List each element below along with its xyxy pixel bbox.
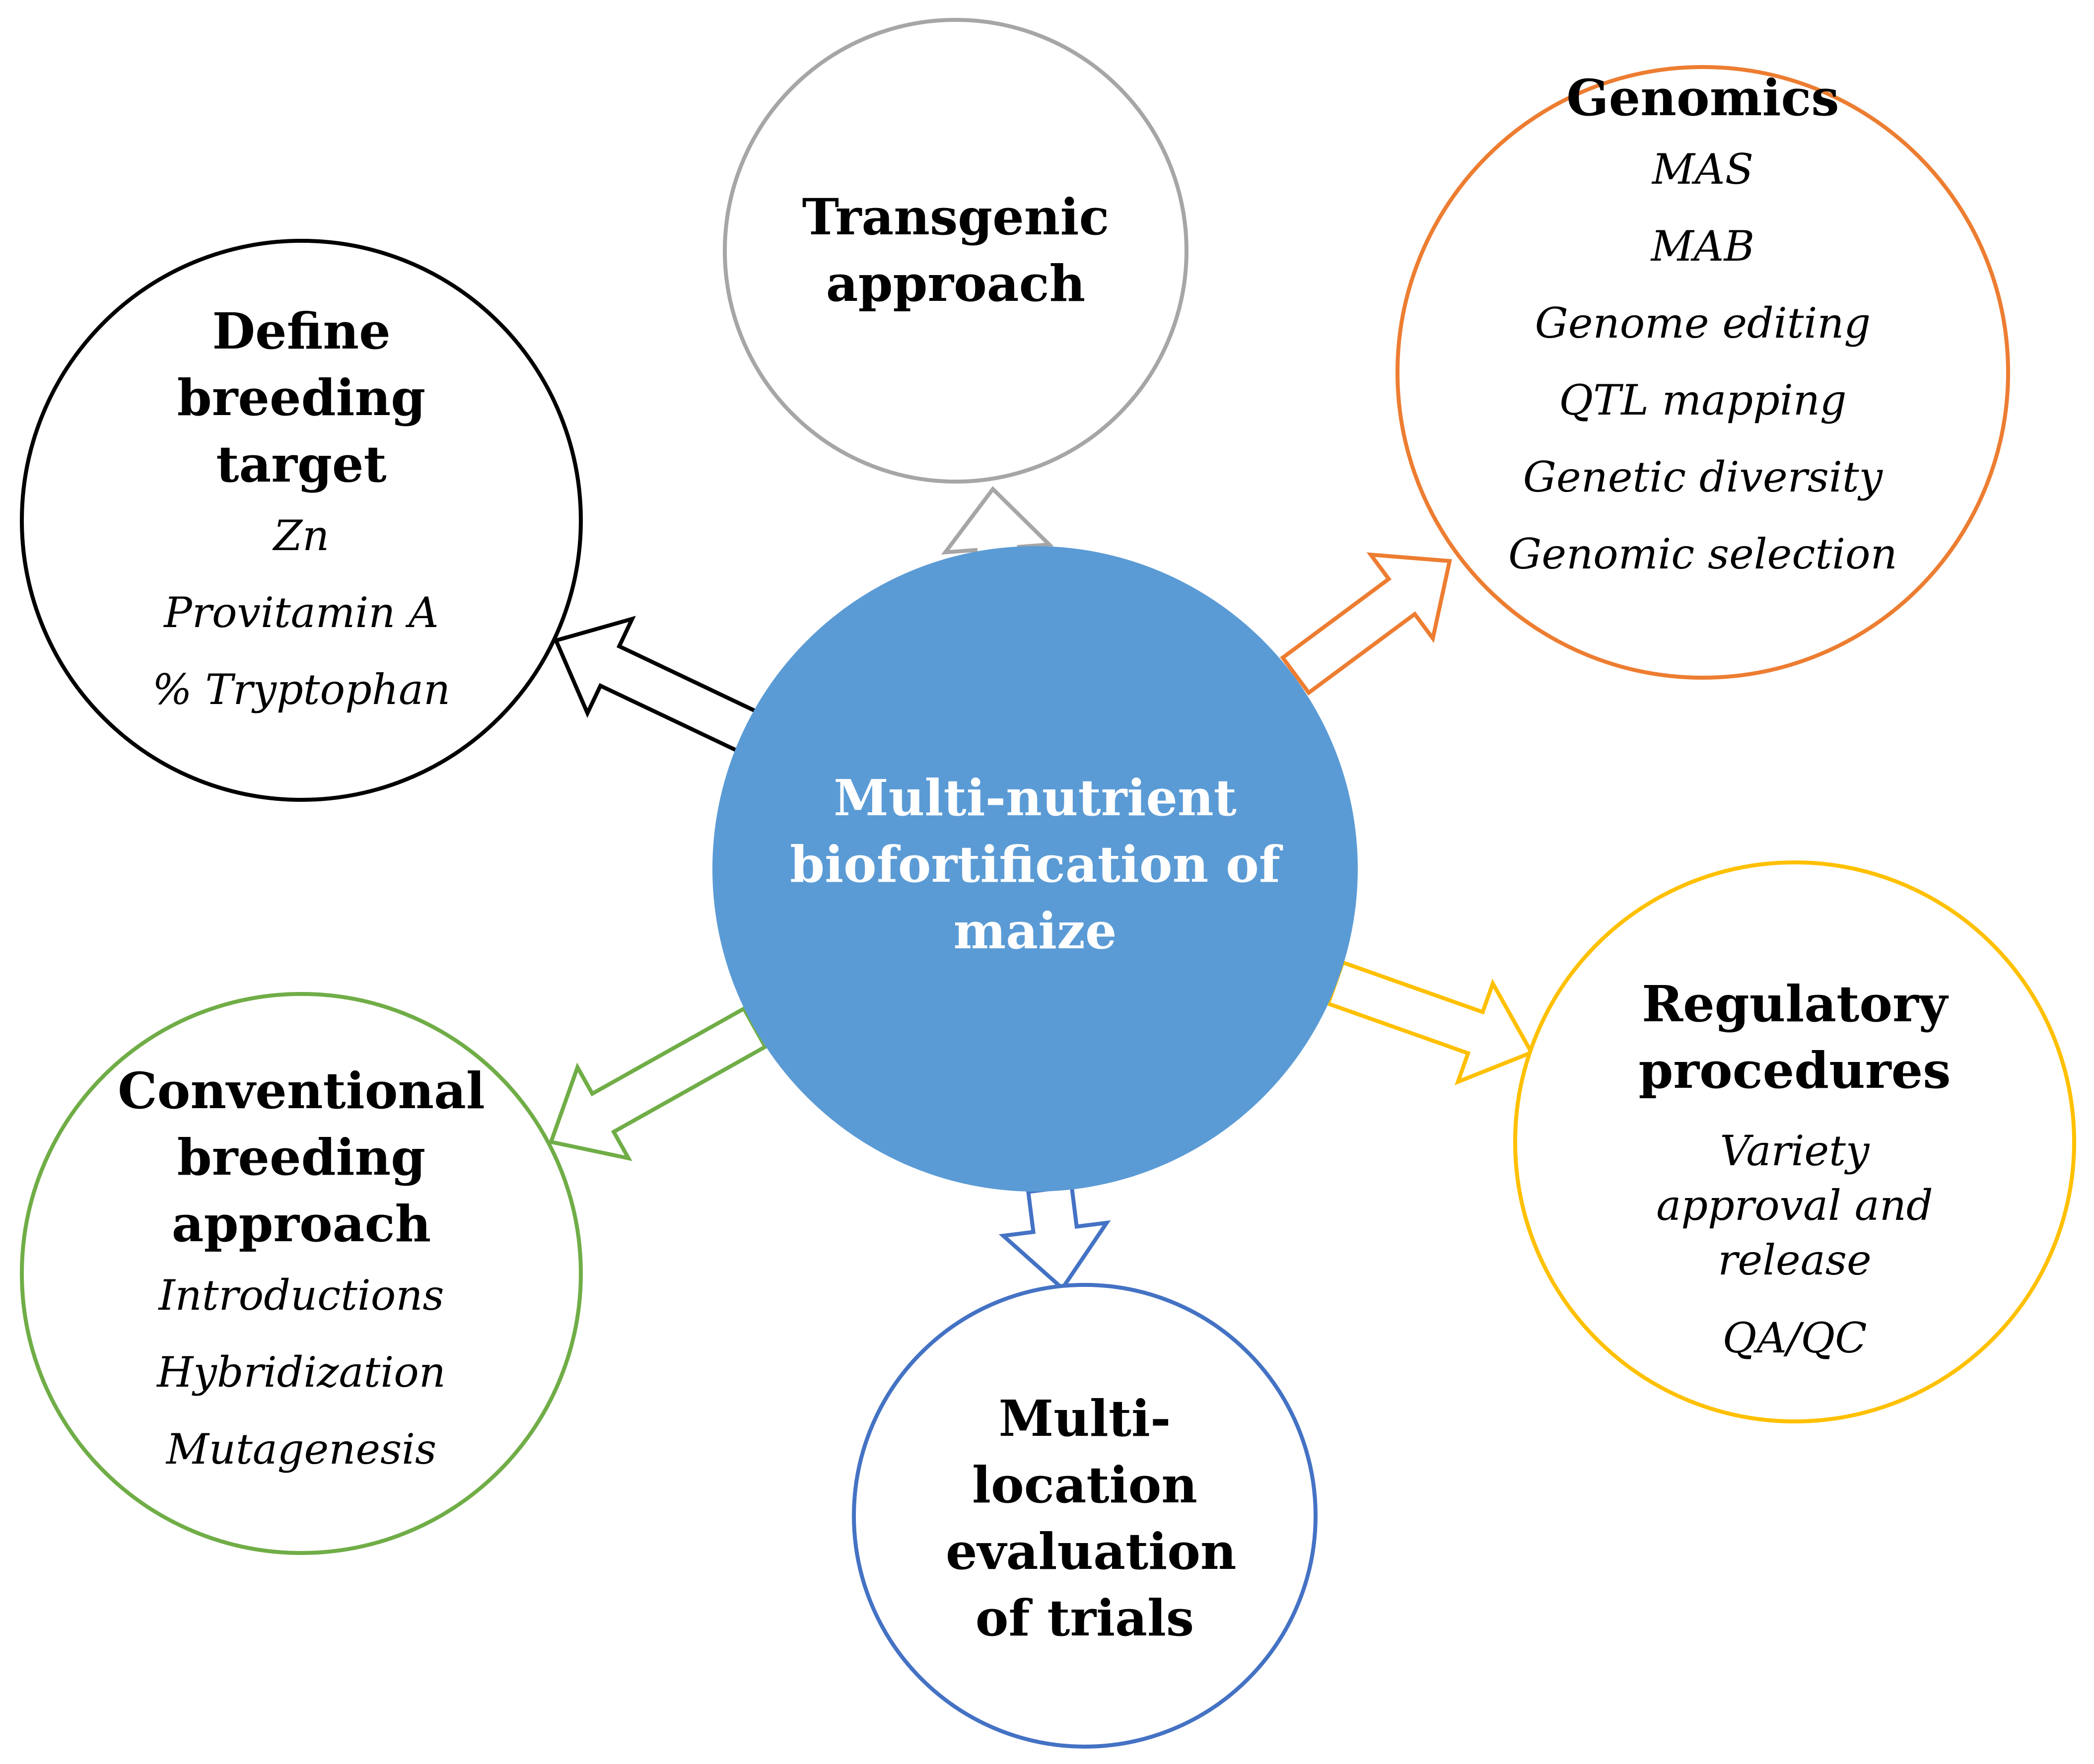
- arrow-to-genomics: [1280, 552, 1452, 696]
- conventional-breeding-circle: [20, 992, 583, 1555]
- list-item: Zn: [273, 511, 330, 560]
- regulatory-procedures-circle: [1513, 860, 2076, 1423]
- center-label: Multi-nutrient biofortification of maize: [787, 765, 1283, 964]
- genomics-items: MAS MAB Genome editing QTL mapping Genet…: [1504, 131, 1901, 593]
- define-breeding-target-node: Define breeding target Zn Provitamin A %…: [84, 298, 518, 728]
- center-circle: [712, 546, 1358, 1192]
- transgenic-approach-node: Transgenic approach: [797, 184, 1115, 317]
- list-item: % Tryptophan: [152, 665, 451, 714]
- genomics-node: Genomics MAS MAB Genome editing QTL mapp…: [1504, 65, 1901, 593]
- conventional-breeding-title: Conventional breeding approach: [118, 1061, 485, 1253]
- list-item: Provitamin A: [164, 588, 439, 637]
- list-item: Variety approval and release: [1656, 1127, 1933, 1284]
- list-item: QTL mapping: [1559, 376, 1847, 424]
- list-item: Hybridization: [157, 1348, 446, 1397]
- define-breeding-target-items: Zn Provitamin A % Tryptophan: [84, 497, 518, 728]
- list-item: Genetic diversity: [1523, 453, 1883, 501]
- conventional-breeding-node: Conventional breeding approach Introduct…: [97, 1058, 506, 1488]
- list-item: QA/QC: [1722, 1314, 1867, 1362]
- regulatory-procedures-title: Regulatory procedures: [1638, 975, 1951, 1100]
- arrow-to-conventional-breeding: [548, 1006, 768, 1161]
- genomics-title: Genomics: [1566, 69, 1839, 127]
- arrow-to-multi-location: [998, 1184, 1111, 1292]
- regulatory-procedures-node: Regulatory procedures Variety approval a…: [1601, 971, 1988, 1377]
- list-item: Introductions: [158, 1271, 444, 1320]
- define-breeding-target-circle: [20, 239, 583, 802]
- multi-location-evaluation-title: Multi-location evaluation of trials: [946, 1389, 1237, 1647]
- define-breeding-target-title: Define breeding target: [177, 302, 426, 494]
- regulatory-procedures-items: Variety approval and release QA/QC: [1601, 1124, 1988, 1377]
- multi-location-evaluation-circle: [852, 1283, 1318, 1749]
- genomics-circle: [1396, 65, 2010, 680]
- arrows-group: [548, 486, 1535, 1292]
- list-item: Mutagenesis: [166, 1425, 437, 1474]
- list-item: MAS: [1652, 145, 1754, 194]
- center-title: Multi-nutrient biofortification of maize: [790, 769, 1280, 960]
- transgenic-approach-title: Transgenic approach: [802, 188, 1110, 313]
- list-item: Genomic selection: [1508, 530, 1897, 578]
- transgenic-approach-circle: [723, 18, 1188, 484]
- arrow-to-define-breeding-target: [553, 616, 767, 758]
- conventional-breeding-items: Introductions Hybridization Mutagenesis: [97, 1257, 506, 1488]
- multi-location-evaluation-node: Multi-location evaluation of trials: [946, 1385, 1237, 1651]
- list-item: Genome editing: [1535, 299, 1871, 348]
- list-item: MAB: [1651, 222, 1755, 271]
- arrow-to-regulatory-procedures: [1326, 960, 1535, 1085]
